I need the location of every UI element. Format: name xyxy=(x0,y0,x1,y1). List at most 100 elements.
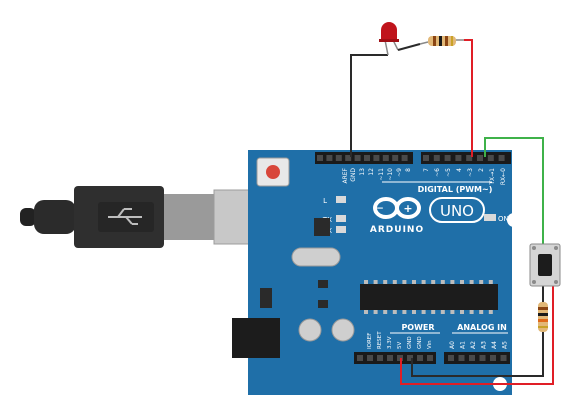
power-pin-label: GND xyxy=(407,336,413,349)
resistor-button[interactable] xyxy=(538,302,548,332)
resistor-led[interactable] xyxy=(419,36,464,46)
chip-pin xyxy=(488,280,493,284)
chip-pin xyxy=(383,310,388,314)
top-pin-label: TX→1 xyxy=(489,168,496,186)
led-tx xyxy=(336,215,346,222)
usb-chip xyxy=(314,218,330,236)
analog-pin-socket[interactable] xyxy=(490,355,496,361)
chip-pin xyxy=(364,310,368,314)
top-pin-label: ~3 xyxy=(467,168,474,177)
top-pin-socket[interactable] xyxy=(345,155,352,161)
chip-pin xyxy=(440,310,445,314)
pushbutton-corner-2 xyxy=(554,246,558,250)
chip-pin xyxy=(488,310,493,314)
power-pin-socket[interactable] xyxy=(357,355,363,361)
top-pin-socket[interactable] xyxy=(455,155,462,161)
top-pin-socket[interactable] xyxy=(477,155,483,161)
chip-pin xyxy=(479,310,484,314)
power-pin-label: IOREF xyxy=(367,333,373,349)
top-pin-label: ~5 xyxy=(445,168,452,177)
power-pin-socket[interactable] xyxy=(407,355,413,361)
chip-pin xyxy=(431,310,436,314)
resistor-button-band-3 xyxy=(538,319,548,322)
chip-pin xyxy=(421,310,426,314)
pushbutton[interactable] xyxy=(529,243,561,287)
chip-pin xyxy=(431,280,436,284)
top-pin-socket[interactable] xyxy=(444,155,451,161)
top-pin-socket[interactable] xyxy=(382,155,389,161)
power-pin-socket[interactable] xyxy=(387,355,393,361)
top-pin-socket[interactable] xyxy=(326,155,333,161)
wire-pin3-to-resistor[interactable] xyxy=(464,39,473,157)
top-pin-socket[interactable] xyxy=(423,155,429,161)
power-pin-socket[interactable] xyxy=(417,355,423,361)
wire-led-to-resistor xyxy=(397,43,421,51)
top-pin-socket[interactable] xyxy=(373,155,380,161)
usb-cable-strain-relief xyxy=(34,200,76,234)
chip-pin xyxy=(421,280,426,284)
wire-resistor-to-gnd[interactable] xyxy=(411,332,544,377)
top-pin-socket[interactable] xyxy=(335,155,342,161)
top-pin-socket[interactable] xyxy=(498,155,505,161)
analog-pin-socket[interactable] xyxy=(479,355,486,361)
top-pin-socket[interactable] xyxy=(392,155,399,161)
analog-pin-socket[interactable] xyxy=(500,355,507,361)
top-pin-socket[interactable] xyxy=(317,155,323,161)
chip-pin xyxy=(460,310,464,314)
power-pin-socket[interactable] xyxy=(377,355,383,361)
top-pin-socket[interactable] xyxy=(401,155,408,161)
analog-pin-socket[interactable] xyxy=(448,355,454,361)
power-header-label: POWER xyxy=(401,323,434,332)
chip-pin xyxy=(392,280,397,284)
wire-5v-to-button[interactable] xyxy=(400,244,554,385)
pushbutton-cap[interactable] xyxy=(538,254,552,276)
top-pin-label: 8 xyxy=(405,168,412,172)
wires xyxy=(350,39,554,385)
resistor-button-band-1 xyxy=(538,307,548,310)
chip-pin xyxy=(440,280,445,284)
analog-pin-label: A5 xyxy=(502,341,509,349)
capacitor-2 xyxy=(331,318,355,342)
chip-pin xyxy=(412,280,416,284)
regulator xyxy=(260,288,272,308)
wire-gnd-to-led[interactable] xyxy=(350,54,388,157)
chip-pin xyxy=(402,280,407,284)
wire-pin2-to-button[interactable] xyxy=(484,137,544,244)
top-pin-socket[interactable] xyxy=(364,155,370,161)
arduino-logo-icon xyxy=(373,197,421,219)
power-pin-socket[interactable] xyxy=(367,355,373,361)
analog-pin-label: A1 xyxy=(460,341,467,349)
logo-plus: + xyxy=(403,202,412,215)
top-pin-label: 13 xyxy=(359,168,366,176)
power-pin-socket[interactable] xyxy=(427,355,433,361)
resistor-button-band-4 xyxy=(538,326,548,328)
usb-cable[interactable] xyxy=(20,186,261,248)
top-pin-sockets xyxy=(317,155,505,161)
chip-pin xyxy=(402,310,407,314)
top-pin-socket[interactable] xyxy=(354,155,361,161)
power-header xyxy=(354,352,436,364)
chip-pin xyxy=(469,310,474,314)
red-led[interactable] xyxy=(379,22,421,56)
smd-part-2 xyxy=(318,300,328,308)
top-pin-label: ~9 xyxy=(396,168,403,177)
analog-pin-socket[interactable] xyxy=(469,355,475,361)
top-pin-socket[interactable] xyxy=(487,155,494,161)
chip-pin xyxy=(373,280,378,284)
resistor-led-band-1 xyxy=(433,36,436,46)
led-on xyxy=(484,214,496,221)
microcontroller-pins xyxy=(364,280,493,314)
resistor-led-band-2 xyxy=(439,36,442,46)
top-pin-socket[interactable] xyxy=(466,155,473,161)
chip-pin xyxy=(392,310,397,314)
reset-button-cap xyxy=(266,165,280,179)
top-pin-socket[interactable] xyxy=(433,155,440,161)
digital-header-label: DIGITAL (PWM~) xyxy=(418,185,493,194)
top-pin-label: ~10 xyxy=(387,168,394,181)
microcontroller-chip xyxy=(360,284,498,310)
usb-cable-strain-tip xyxy=(20,208,36,226)
analog-pin-socket[interactable] xyxy=(458,355,465,361)
